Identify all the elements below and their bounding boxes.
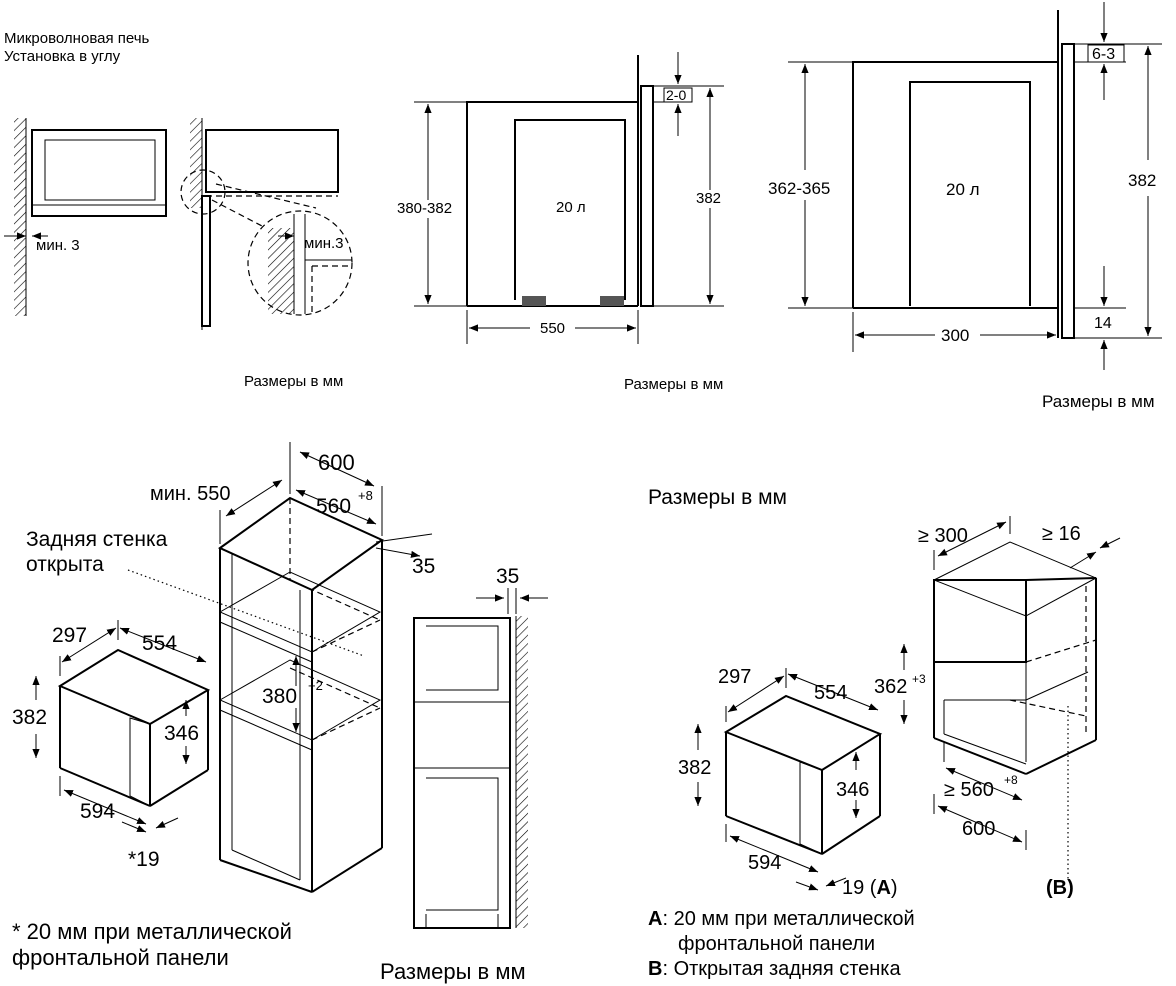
dim-top-300: 6-3 [1092, 46, 1115, 63]
tall-cabinet-panel: 600 мин. 550 560 +8 35 Задняя стенка отк… [12, 442, 548, 984]
panel1-units: Размеры в мм [244, 373, 343, 390]
label-a-inline: A [876, 877, 890, 899]
detail-circle [247, 210, 353, 316]
dim-outer-height-300: 382 [1128, 171, 1156, 190]
dim-inner-height-300: 362-365 [768, 179, 830, 198]
legend-a: A: 20 мм при металлической [648, 908, 915, 930]
dim-inner-height: 380-382 [397, 200, 452, 217]
label-b: (B) [1046, 877, 1074, 899]
dim-depth-300: 300 [941, 326, 969, 345]
legend-b: B: Открытая задняя стенка [648, 958, 901, 980]
dim-35-a: 35 [412, 555, 435, 578]
dim-346: 346 [164, 722, 199, 745]
dim-gte-300: ≥ 300 [918, 525, 968, 547]
dim-594: 594 [80, 800, 115, 823]
wall-cabinet-box [933, 579, 1027, 663]
min-gap-detail: мин.3 [304, 235, 344, 252]
dim-382: 382 [12, 706, 47, 729]
section-panel-550: 20 л 380-382 382 2-0 550 Размеры в мм [397, 52, 724, 393]
dim-297: 297 [52, 624, 87, 647]
front-panel [640, 85, 654, 307]
dim-362-sup: +3 [912, 672, 926, 686]
dim-346-5: 346 [836, 779, 869, 801]
dim-gte-560: ≥ 560 [944, 779, 994, 801]
dim-362: 362 [874, 676, 907, 698]
panel1-title-2: Установка в углу [4, 48, 121, 65]
panel1-title-1: Микроволновая печь [4, 30, 150, 47]
volume-label: 20 л [556, 199, 586, 216]
dim-560-sup-5: +8 [1004, 773, 1018, 787]
cavity [514, 119, 626, 300]
dim-min-550: мин. 550 [150, 483, 230, 505]
dim-19-5: 19 (A) [842, 877, 898, 899]
dim-600-5: 600 [962, 818, 995, 840]
back-wall-label-2: открыта [26, 553, 104, 576]
dim-594-5: 594 [748, 852, 781, 874]
note-line-2: фронтальной панели [12, 945, 229, 970]
wall-cabinet-panel: Размеры в мм ≥ 300 ≥ 16 362 +3 [648, 486, 1121, 980]
dim-380: 380 [262, 685, 297, 708]
dim-bottom-300: 14 [1094, 315, 1112, 332]
dim-gap: 2-0 [666, 87, 686, 103]
dim-560: 560 [316, 495, 351, 518]
panel5-units: Размеры в мм [648, 486, 787, 509]
dim-19: *19 [128, 848, 160, 871]
dim-width-550: 550 [540, 320, 565, 337]
cabinet-top [218, 496, 384, 592]
panel2-units: Размеры в мм [624, 376, 723, 393]
volume-label-300: 20 л [946, 180, 980, 199]
dim-outer-height: 382 [696, 190, 721, 207]
microwave-front [31, 129, 167, 217]
wall-hatch [14, 118, 26, 316]
min-gap-label: мин. 3 [36, 237, 80, 254]
dim-35-b: 35 [496, 565, 519, 588]
corner-install-panel: Микроволновая печь Установка в углу мин.… [4, 30, 353, 390]
back-wall-label-1: Задняя стенка [26, 528, 168, 551]
section-panel-300: 20 л 362-365 382 6-3 14 300 Размеры в мм [768, 2, 1162, 411]
side-wall-hatch [516, 616, 528, 928]
dim-554: 554 [142, 632, 177, 655]
panel4-units: Размеры в мм [380, 959, 526, 984]
dim-554-5: 554 [814, 682, 847, 704]
panel3-units: Размеры в мм [1042, 392, 1155, 411]
front-panel-300 [1061, 43, 1075, 339]
cabinet-side-section [413, 617, 511, 929]
microwave-side [205, 129, 339, 193]
microwave-iso-top-5 [723, 694, 883, 772]
dim-297-5: 297 [718, 666, 751, 688]
note-line-1: * 20 мм при металлической [12, 919, 292, 944]
dim-380-sup: +2 [308, 678, 323, 693]
dim-600: 600 [318, 450, 355, 475]
cavity-300 [909, 81, 1031, 306]
dim-382-5: 382 [678, 757, 711, 779]
dim-gte-16: ≥ 16 [1042, 523, 1081, 545]
legend-a-2: фронтальной панели [678, 933, 875, 955]
dim-560-sup: +8 [358, 488, 373, 503]
